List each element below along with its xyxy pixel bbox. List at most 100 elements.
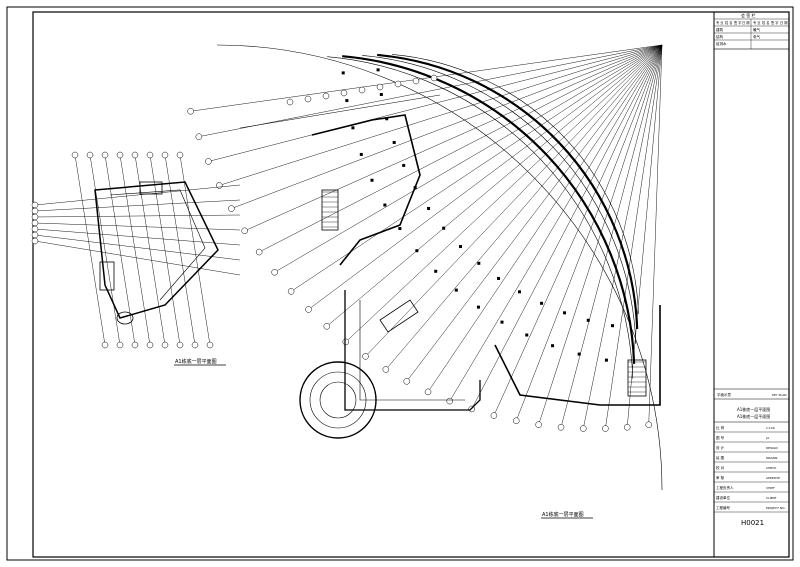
outer-arc [216, 44, 663, 491]
grid-bubble [430, 74, 438, 82]
building-arc [327, 56, 634, 379]
sig-col-sign-2: 签 字 [771, 20, 778, 25]
field-label: 工程编号 [716, 505, 730, 510]
column [525, 333, 529, 337]
left-grid-line [34, 240, 241, 276]
grid-bubble [31, 213, 39, 221]
grid-bubble [191, 341, 199, 349]
column [477, 261, 481, 265]
left-building-outline [94, 181, 219, 319]
column [458, 245, 462, 249]
column [434, 269, 438, 273]
grid-bubble [645, 421, 652, 429]
dimension-line [239, 94, 441, 129]
left-stair [99, 261, 115, 291]
grid-bubble [376, 83, 384, 91]
field-label: 绘 图 [716, 455, 725, 460]
grid-bubble [31, 225, 39, 233]
grid-bubble [31, 207, 39, 215]
left-grid-line [74, 154, 106, 346]
grid-ray [308, 44, 663, 310]
grid-bubble [86, 151, 94, 159]
grid-bubble [216, 182, 223, 189]
sheet-code: H0021 [741, 519, 764, 527]
grid-bubble [623, 424, 631, 431]
column [611, 324, 615, 328]
grid-bubble [101, 151, 109, 159]
grid-ray [605, 44, 663, 429]
outer-frame [6, 6, 794, 561]
grid-bubble [340, 89, 348, 97]
grid-bubble [146, 341, 154, 349]
grid-bubble [176, 341, 184, 349]
grid-ray [190, 44, 663, 112]
grid-bubble [403, 378, 410, 385]
column [351, 126, 355, 130]
sig-row-structure: 结构 [716, 34, 724, 39]
grid-bubble [31, 237, 39, 245]
grid-bubble [31, 231, 39, 239]
sig-col-discipline: 专 业 [716, 20, 723, 25]
grid-ray [427, 44, 663, 392]
grid-bubble [412, 77, 420, 85]
grid-ray [406, 44, 663, 382]
column [427, 206, 431, 210]
left-grid-line [34, 222, 241, 231]
sig-col-name: 姓 名 [725, 20, 732, 25]
column [563, 311, 567, 315]
signature-header: 会 签 栏 [741, 12, 756, 18]
inner-frame [32, 11, 790, 558]
sig-row-heating: 暖气 [753, 27, 761, 32]
left-grid-line [34, 228, 241, 246]
field-label: 设 计 [716, 445, 725, 450]
grid-ray [259, 44, 663, 253]
sig-col-date-2: 日 期 [780, 20, 787, 25]
left-grid-line [34, 199, 241, 212]
grid-bubble [535, 421, 542, 428]
main-floor-plan [187, 44, 663, 491]
grid-bubble [161, 341, 169, 349]
left-stair [139, 181, 163, 195]
sig-row-architecture: 建筑 [716, 27, 724, 32]
grid-ray [208, 44, 663, 162]
left-inner-wall [109, 189, 206, 301]
grid-bubble [394, 80, 402, 88]
column [586, 318, 590, 322]
sig-col-name-2: 姓 名 [762, 20, 769, 25]
courtyard-wall [344, 290, 481, 411]
grid-bubble [161, 151, 169, 159]
left-grid-line [34, 184, 241, 206]
left-floor-plan [31, 151, 241, 349]
courtyard-inner-wall [359, 300, 465, 401]
drawing-title-line1: A1栋底一层平面图 [737, 406, 770, 412]
column [376, 68, 380, 72]
grid-bubble [101, 341, 109, 349]
column [476, 305, 480, 309]
north-wing-wall [311, 114, 421, 266]
north-stair [321, 189, 339, 231]
grid-bubble [206, 341, 214, 349]
grid-bubble [490, 412, 498, 419]
drawing-title-line2: A1栋底一层平面图 [737, 413, 770, 419]
grid-ray [198, 44, 663, 137]
grid-bubble [382, 366, 390, 373]
grid-bubble [513, 417, 520, 425]
grid-bubble [205, 158, 212, 165]
building-arc [362, 55, 637, 344]
field-value: CHECK [766, 466, 777, 470]
field-label: 工程负责人 [716, 485, 734, 490]
grid-bubble [241, 227, 248, 235]
grid-bubble [362, 353, 369, 360]
grid-bubble [271, 269, 278, 276]
grid-bubble [557, 423, 565, 431]
grid-ray [385, 44, 663, 370]
grid-bubble [304, 95, 312, 103]
grid-bubble [424, 388, 432, 396]
field-label: 审 核 [716, 475, 725, 480]
grid-bubble [31, 219, 39, 227]
column [379, 92, 383, 96]
grid-bubble [580, 425, 587, 432]
grid-ray [493, 44, 663, 416]
column [385, 117, 389, 121]
